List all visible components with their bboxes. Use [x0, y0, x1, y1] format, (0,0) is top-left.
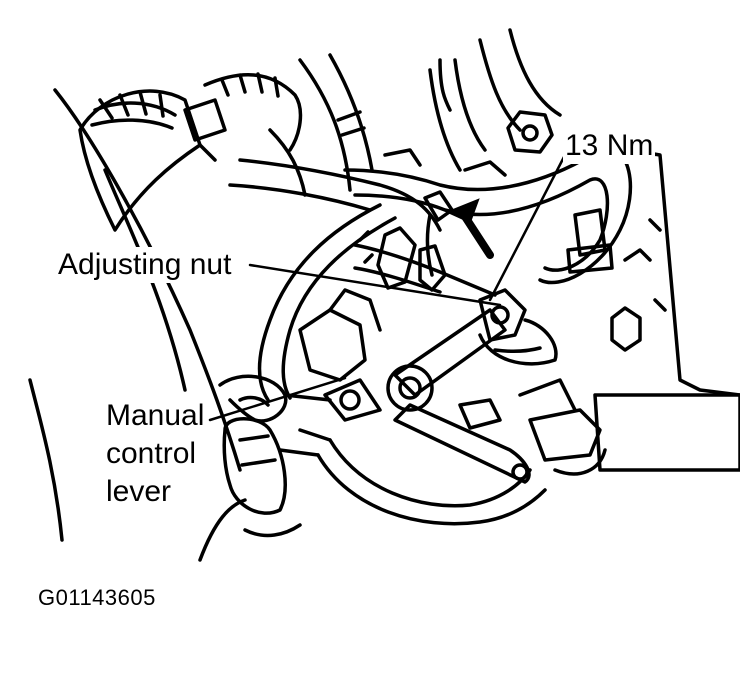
engine-outline-left-2	[28, 378, 64, 542]
adjusting-nut-shape	[376, 226, 447, 292]
return-line	[257, 203, 382, 402]
housing-right	[628, 148, 740, 397]
cable-boot	[222, 417, 287, 515]
manual-control-lever-label: Manual control lever	[104, 397, 207, 511]
right-bolt	[573, 208, 607, 257]
sector-plate	[328, 438, 532, 508]
upper-hose	[203, 73, 303, 152]
figure-id: G01143605	[38, 585, 156, 610]
torque-leader-1	[488, 153, 567, 302]
hose	[78, 89, 202, 232]
hose-clamp	[183, 98, 227, 142]
left-bracket	[298, 308, 367, 382]
pivot-nut	[386, 364, 434, 412]
manual-control-lever-label-line-1: Manual	[106, 399, 205, 432]
manual-control-lever-label-line-2: control	[106, 437, 197, 470]
lower-lever	[393, 403, 531, 484]
top-hex-nut	[506, 110, 554, 154]
adjusting-nut-label: Adjusting nut	[56, 247, 234, 283]
manual-control-lever-arm	[393, 308, 507, 397]
throttle-cable	[428, 68, 462, 172]
engine-outline-left	[53, 88, 242, 472]
ball-joint-boot	[478, 318, 558, 366]
threaded-rod	[353, 243, 497, 297]
adjusting-nut-leader	[248, 263, 502, 307]
torque-label: 13 Nm	[563, 128, 656, 164]
center-pipe	[238, 158, 442, 232]
manual-lever-leader	[208, 376, 347, 422]
manual-control-lever-label-line-3: lever	[106, 475, 172, 508]
direction-arrow	[445, 198, 494, 259]
